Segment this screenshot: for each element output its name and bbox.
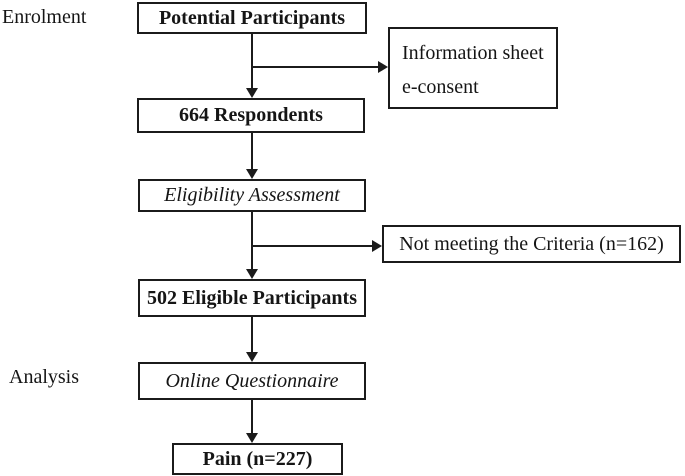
connector-respondents-to-eligibility [251, 133, 253, 170]
connector-potential-to-respondents [251, 34, 253, 89]
information-sheet-line1: Information sheet [402, 42, 544, 64]
node-potential-participants: Potential Participants [137, 2, 367, 34]
arrow-down-icon [246, 433, 258, 443]
arrow-right-icon [372, 240, 382, 252]
node-eligible-participants: 502 Eligible Participants [138, 279, 366, 317]
connector-branch-to-not-meeting [251, 245, 372, 247]
connector-branch-to-information-sheet [251, 66, 378, 68]
node-information-sheet: Information sheet e-consent [388, 27, 558, 109]
information-sheet-line2: e-consent [402, 76, 479, 98]
arrow-down-icon [246, 88, 258, 98]
node-pain: Pain (n=227) [172, 443, 343, 475]
connector-questionnaire-to-pain [251, 400, 253, 433]
node-eligibility-assessment: Eligibility Assessment [138, 179, 366, 212]
connector-eligible-to-questionnaire [251, 317, 253, 352]
node-not-meeting-criteria: Not meeting the Criteria (n=162) [382, 225, 681, 263]
stage-label-enrolment: Enrolment [2, 6, 87, 28]
node-online-questionnaire: Online Questionnaire [138, 362, 366, 400]
arrow-down-icon [246, 169, 258, 179]
arrow-down-icon [246, 269, 258, 279]
arrow-right-icon [378, 61, 388, 73]
stage-label-analysis: Analysis [9, 366, 79, 388]
arrow-down-icon [246, 352, 258, 362]
node-respondents: 664 Respondents [137, 98, 365, 133]
connector-eligibility-to-eligible [251, 212, 253, 269]
